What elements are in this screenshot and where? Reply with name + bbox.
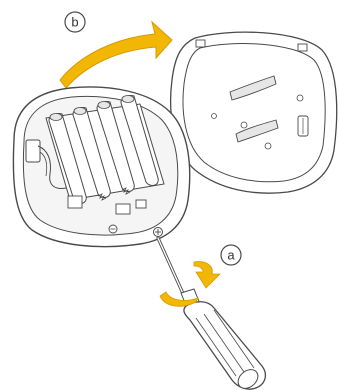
back-cover (171, 32, 337, 193)
step-a-label: a (227, 248, 235, 263)
step-a-callout: a (221, 245, 241, 265)
screwdriver (158, 238, 265, 390)
step-b-label: b (71, 15, 78, 30)
step-b-callout: b (65, 12, 85, 32)
device-base (13, 87, 189, 247)
